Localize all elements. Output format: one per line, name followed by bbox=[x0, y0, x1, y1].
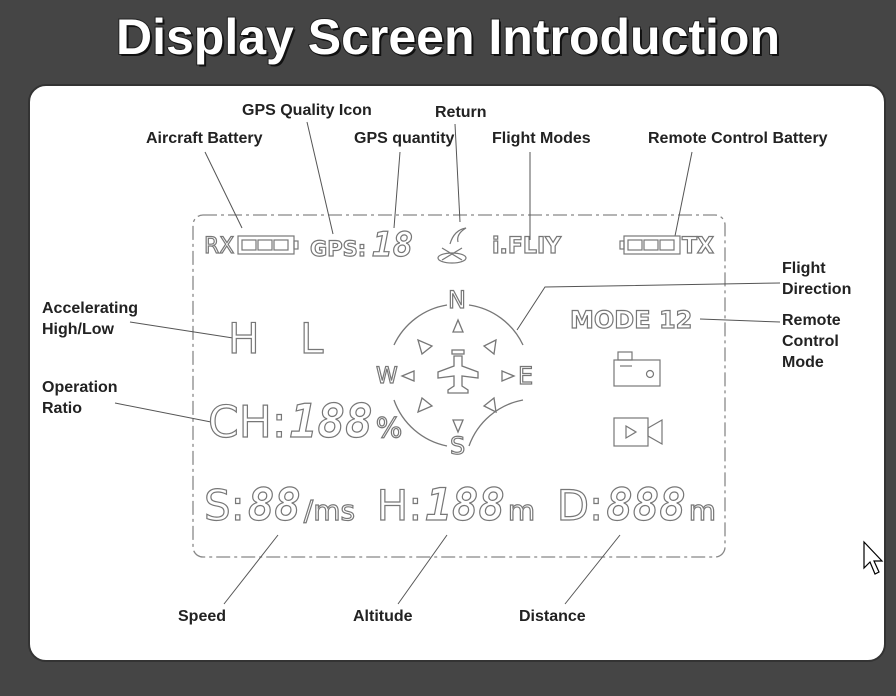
lcd-frame bbox=[192, 214, 726, 558]
lcd-remote-mode: MODE 12 bbox=[569, 306, 693, 334]
lcd-distance-group: D: 888 m bbox=[556, 480, 716, 531]
mouse-cursor-icon bbox=[863, 540, 884, 575]
label-gps-quantity: GPS quantity bbox=[354, 130, 455, 147]
compass-w: W bbox=[375, 364, 398, 389]
label-remote-control-battery: Remote Control Battery bbox=[648, 130, 828, 147]
label-altitude: Altitude bbox=[353, 608, 413, 625]
lcd-rx: RX bbox=[203, 234, 235, 259]
lcd-speed-digits: 88 bbox=[247, 480, 301, 531]
camera-icon bbox=[613, 351, 661, 387]
leader-lines bbox=[114, 121, 781, 605]
lcd-height-prefix: H: bbox=[376, 481, 423, 530]
lcd-gps: GPS: bbox=[309, 237, 367, 261]
rx-battery-icon bbox=[237, 235, 295, 255]
lcd-ch-group: CH: 188 % bbox=[207, 394, 403, 448]
lcd-speed-prefix: S: bbox=[203, 481, 245, 530]
tx-battery-icon bbox=[623, 235, 681, 255]
compass-e: E bbox=[517, 362, 534, 390]
aircraft-icon bbox=[437, 349, 479, 394]
lcd-low: L bbox=[299, 314, 324, 363]
lcd-distance-prefix: D: bbox=[556, 481, 604, 530]
label-flight-modes: Flight Modes bbox=[492, 130, 591, 147]
lcd-distance-digits: 888 bbox=[606, 480, 687, 531]
label-speed: Speed bbox=[178, 608, 227, 625]
lcd-ch: CH: bbox=[207, 397, 287, 448]
lcd-speed-unit: /ms bbox=[303, 494, 356, 527]
compass bbox=[393, 304, 524, 447]
lcd-distance-unit: m bbox=[688, 494, 716, 527]
compass-n: N bbox=[447, 286, 466, 314]
lcd-percent: % bbox=[375, 411, 403, 444]
video-icon bbox=[613, 417, 663, 447]
return-icon bbox=[437, 227, 467, 264]
compass-s: S bbox=[449, 432, 466, 460]
lcd-gps-digits: 18 bbox=[372, 225, 414, 265]
lcd-ch-digits: 188 bbox=[289, 394, 373, 448]
label-aircraft-battery: Aircraft Battery bbox=[146, 130, 263, 147]
lcd-gps-group: GPS: 18 bbox=[309, 225, 414, 265]
lcd-speed-group: S: 88 /ms bbox=[203, 480, 356, 531]
lcd-bottom-row: S: 88 /ms H: 188 m D: 888 m bbox=[203, 480, 716, 531]
lcd-flight-mode: i.FLIY bbox=[491, 234, 562, 259]
label-distance: Distance bbox=[519, 608, 586, 625]
lcd-high: H bbox=[227, 314, 260, 363]
lcd-tx: TX bbox=[681, 234, 714, 259]
lcd-height-group: H: 188 m bbox=[376, 480, 536, 531]
label-return: Return bbox=[435, 104, 487, 121]
lcd-height-digits: 188 bbox=[425, 480, 506, 531]
page-title: Display Screen Introduction bbox=[115, 8, 781, 66]
lcd-height-unit: m bbox=[507, 494, 536, 527]
label-gps-quality-icon: GPS Quality Icon bbox=[242, 102, 372, 119]
